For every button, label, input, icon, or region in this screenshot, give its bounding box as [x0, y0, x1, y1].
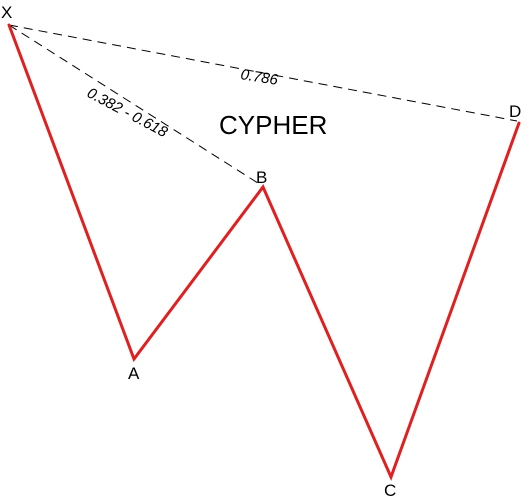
point-label-d: D: [509, 102, 521, 121]
point-label-b: B: [256, 168, 267, 187]
ratio-label-xd: 0.786: [239, 66, 279, 89]
pattern-legs: [7, 23, 521, 482]
pattern-title: CYPHER: [219, 110, 327, 140]
point-label-c: C: [384, 481, 396, 497]
ratio-line-xb: [8, 24, 262, 186]
point-label-x: X: [1, 3, 12, 22]
point-label-a: A: [128, 364, 140, 383]
ratio-label-xb: 0.382 - 0.618: [84, 85, 171, 142]
ratio-line-xd: [8, 24, 518, 122]
